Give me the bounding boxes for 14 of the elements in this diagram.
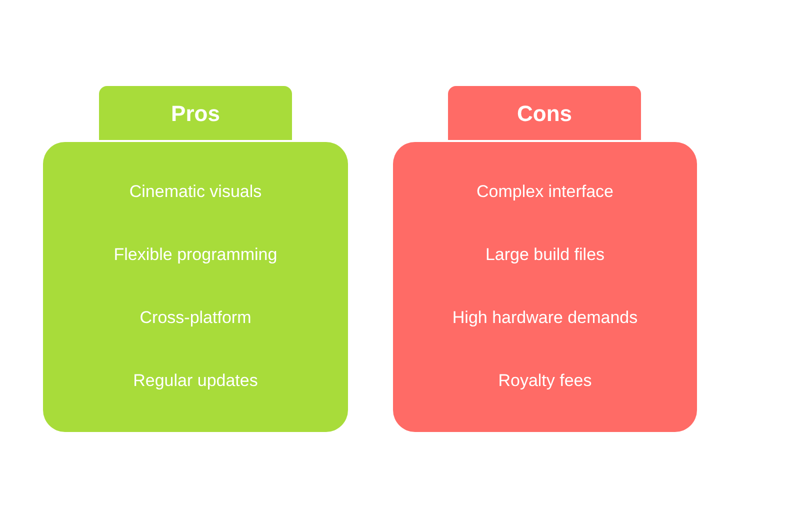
list-item-text: Cross-platform xyxy=(140,307,252,329)
heading-text: Cons xyxy=(517,100,572,128)
list-item-text: Flexible programming xyxy=(114,244,278,266)
list-panel xyxy=(393,142,697,432)
list-item-text: Regular updates xyxy=(133,370,258,392)
list-item-text: Royalty fees xyxy=(498,370,592,392)
list-item-text: Cinematic visuals xyxy=(129,181,262,203)
heading-tab xyxy=(99,86,292,140)
list-item-text: High hardware demands xyxy=(452,307,638,329)
list-item-text: Complex interface xyxy=(476,181,614,203)
heading-text: Pros xyxy=(171,100,220,128)
list-item-text: Large build files xyxy=(485,244,605,266)
list-panel xyxy=(43,142,348,432)
heading-tab xyxy=(448,86,641,140)
